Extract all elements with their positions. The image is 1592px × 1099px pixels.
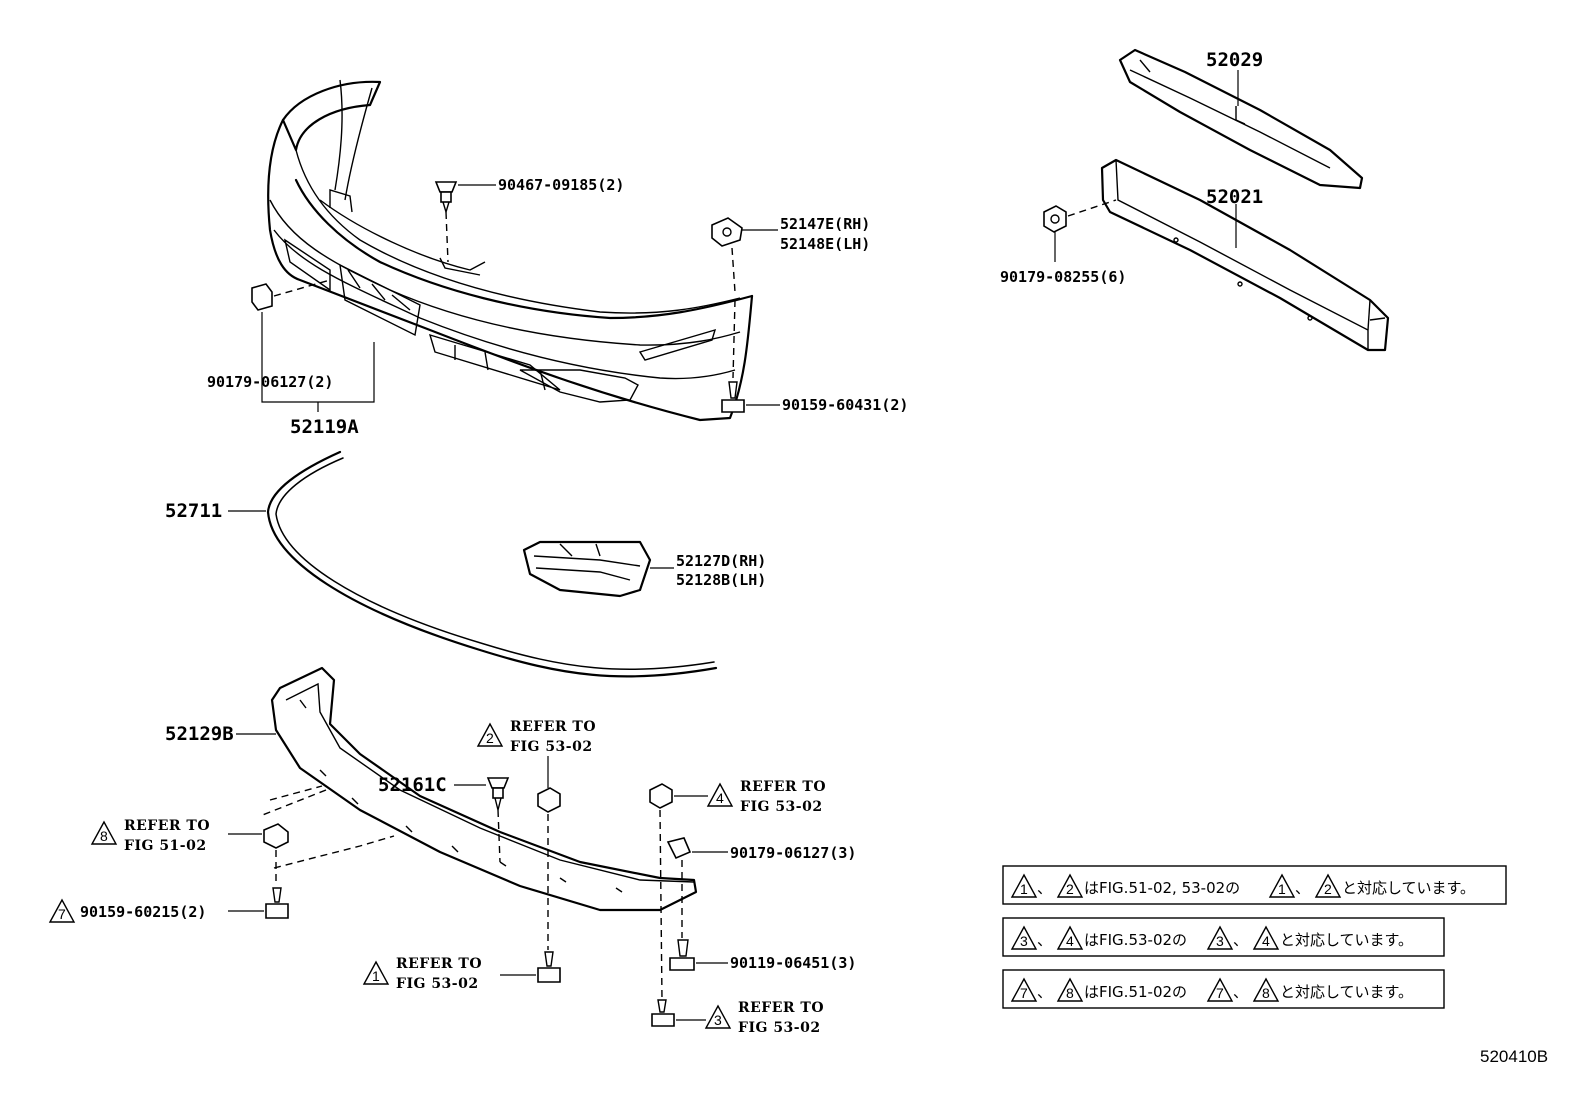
ref1-line1: REFER TO — [396, 956, 482, 972]
note1-b: 2 — [1066, 881, 1074, 897]
note2-d: 4 — [1262, 933, 1270, 949]
nut-spoiler-drawing — [666, 837, 728, 938]
ref2-callout: 2 REFER TO FIG 53-02 — [476, 719, 596, 755]
label-spoiler: 52129B — [165, 723, 234, 745]
label-nut-left: 90179-06127(2) — [207, 373, 333, 391]
ref1-callout: 1 REFER TO FIG 53-02 — [362, 956, 482, 992]
ref4-nut-drawing — [649, 783, 708, 1001]
bolt-spoiler-drawing — [669, 939, 728, 971]
reinforcement-drawing — [1100, 158, 1390, 352]
note1-sep2: 、 — [1295, 879, 1310, 897]
note-box-1: 1 、 2 はFIG.51-02, 53-02の 1 、 2 と対応しています。 — [1002, 865, 1507, 905]
label-screw-right: 90159-60431(2) — [782, 396, 908, 414]
ref1-line2: FIG 53-02 — [396, 976, 479, 992]
molding-drawing — [228, 450, 718, 678]
note3-a: 7 — [1020, 985, 1028, 1001]
nut-reinf-drawing — [1043, 199, 1117, 262]
note2-tail: と対応しています。 — [1280, 931, 1413, 949]
label-clip-top: 90467-09185(2) — [498, 176, 624, 194]
note3-d: 8 — [1262, 985, 1270, 1001]
ref3-callout: 3 REFER TO FIG 53-02 — [704, 1000, 824, 1036]
label-nut-spoiler: 90179-06127(3) — [730, 844, 856, 862]
label-retainer-rh: 52147E(RH) — [780, 215, 870, 233]
label-grille-lh: 52128B(LH) — [676, 571, 766, 589]
note2-b: 4 — [1066, 933, 1074, 949]
note2-sep1: 、 — [1037, 931, 1052, 949]
ref3-line2: FIG 53-02 — [738, 1020, 821, 1036]
note3-tail: と対応しています。 — [1280, 983, 1413, 1001]
ref8-callout: 8 REFER TO FIG 51-02 — [90, 818, 210, 854]
note3-sep2: 、 — [1233, 983, 1248, 1001]
ref7-number: 7 — [58, 906, 66, 922]
clip-90467-drawing — [434, 181, 496, 263]
note3-mid: はFIG.51-02の — [1084, 983, 1187, 1001]
label-screw-spoiler: 90159-60215(2) — [80, 903, 206, 921]
label-molding: 52711 — [165, 500, 222, 522]
label-reinforcement: 52021 — [1206, 186, 1263, 208]
ref2-line2: FIG 53-02 — [510, 739, 593, 755]
retainer-drawing — [711, 217, 778, 293]
ref8-line2: FIG 51-02 — [124, 838, 207, 854]
note1-sep1: 、 — [1037, 879, 1052, 897]
note1-mid: はFIG.51-02, 53-02の — [1084, 879, 1240, 897]
upper-reinforcement-drawing — [1118, 48, 1364, 190]
ref7-callout: 7 — [48, 898, 76, 923]
ref8-nut-drawing — [228, 823, 289, 849]
note-box-2: 3 、 4 はFIG.53-02の 3 、 4 と対応しています。 — [1002, 917, 1445, 957]
note2-a: 3 — [1020, 933, 1028, 949]
note2-c: 3 — [1216, 933, 1224, 949]
label-grille-rh: 52127D(RH) — [676, 552, 766, 570]
grille-drawing — [522, 540, 674, 598]
nut-left-drawing — [251, 279, 375, 412]
label-upper-reinforcement: 52029 — [1206, 49, 1263, 71]
ref4-number: 4 — [716, 790, 724, 806]
note2-mid: はFIG.53-02の — [1084, 931, 1187, 949]
label-nut-reinf: 90179-08255(6) — [1000, 268, 1126, 286]
note3-sep1: 、 — [1037, 983, 1052, 1001]
ref8-line1: REFER TO — [124, 818, 210, 834]
note1-tail: と対応しています。 — [1342, 879, 1475, 897]
clip-spoiler-drawing — [454, 777, 510, 863]
note3-b: 8 — [1066, 985, 1074, 1001]
ref2-number: 2 — [486, 730, 494, 746]
note1-a: 1 — [1020, 881, 1028, 897]
note-box-3: 7 、 8 はFIG.51-02の 7 、 8 と対応しています。 — [1002, 969, 1445, 1009]
ref8-number: 8 — [100, 828, 108, 844]
bumper-cover-drawing — [267, 79, 754, 422]
label-retainer-lh: 52148E(LH) — [780, 235, 870, 253]
note2-sep2: 、 — [1233, 931, 1248, 949]
ref2-line1: REFER TO — [510, 719, 596, 735]
note1-c: 1 — [1278, 881, 1286, 897]
ref3-bolt-drawing — [651, 999, 706, 1027]
screw-spoiler-drawing — [228, 850, 289, 919]
ref4-callout: 4 REFER TO FIG 53-02 — [706, 779, 826, 815]
note3-c: 7 — [1216, 985, 1224, 1001]
spoiler-drawing — [236, 666, 698, 912]
label-clip-spoiler: 52161C — [378, 774, 447, 796]
ref4-line1: REFER TO — [740, 779, 826, 795]
label-bolt-spoiler: 90119-06451(3) — [730, 954, 856, 972]
ref3-line1: REFER TO — [738, 1000, 824, 1016]
note1-d: 2 — [1324, 881, 1332, 897]
ref1-bolt-drawing — [500, 951, 561, 983]
figure-id: 520410B — [1480, 1047, 1548, 1066]
screw-right-drawing — [721, 299, 780, 413]
label-bumper-cover: 52119A — [290, 416, 359, 438]
ref4-line2: FIG 53-02 — [740, 799, 823, 815]
ref3-number: 3 — [714, 1012, 722, 1028]
ref1-number: 1 — [372, 968, 380, 984]
ref2-nut-drawing — [537, 756, 561, 950]
